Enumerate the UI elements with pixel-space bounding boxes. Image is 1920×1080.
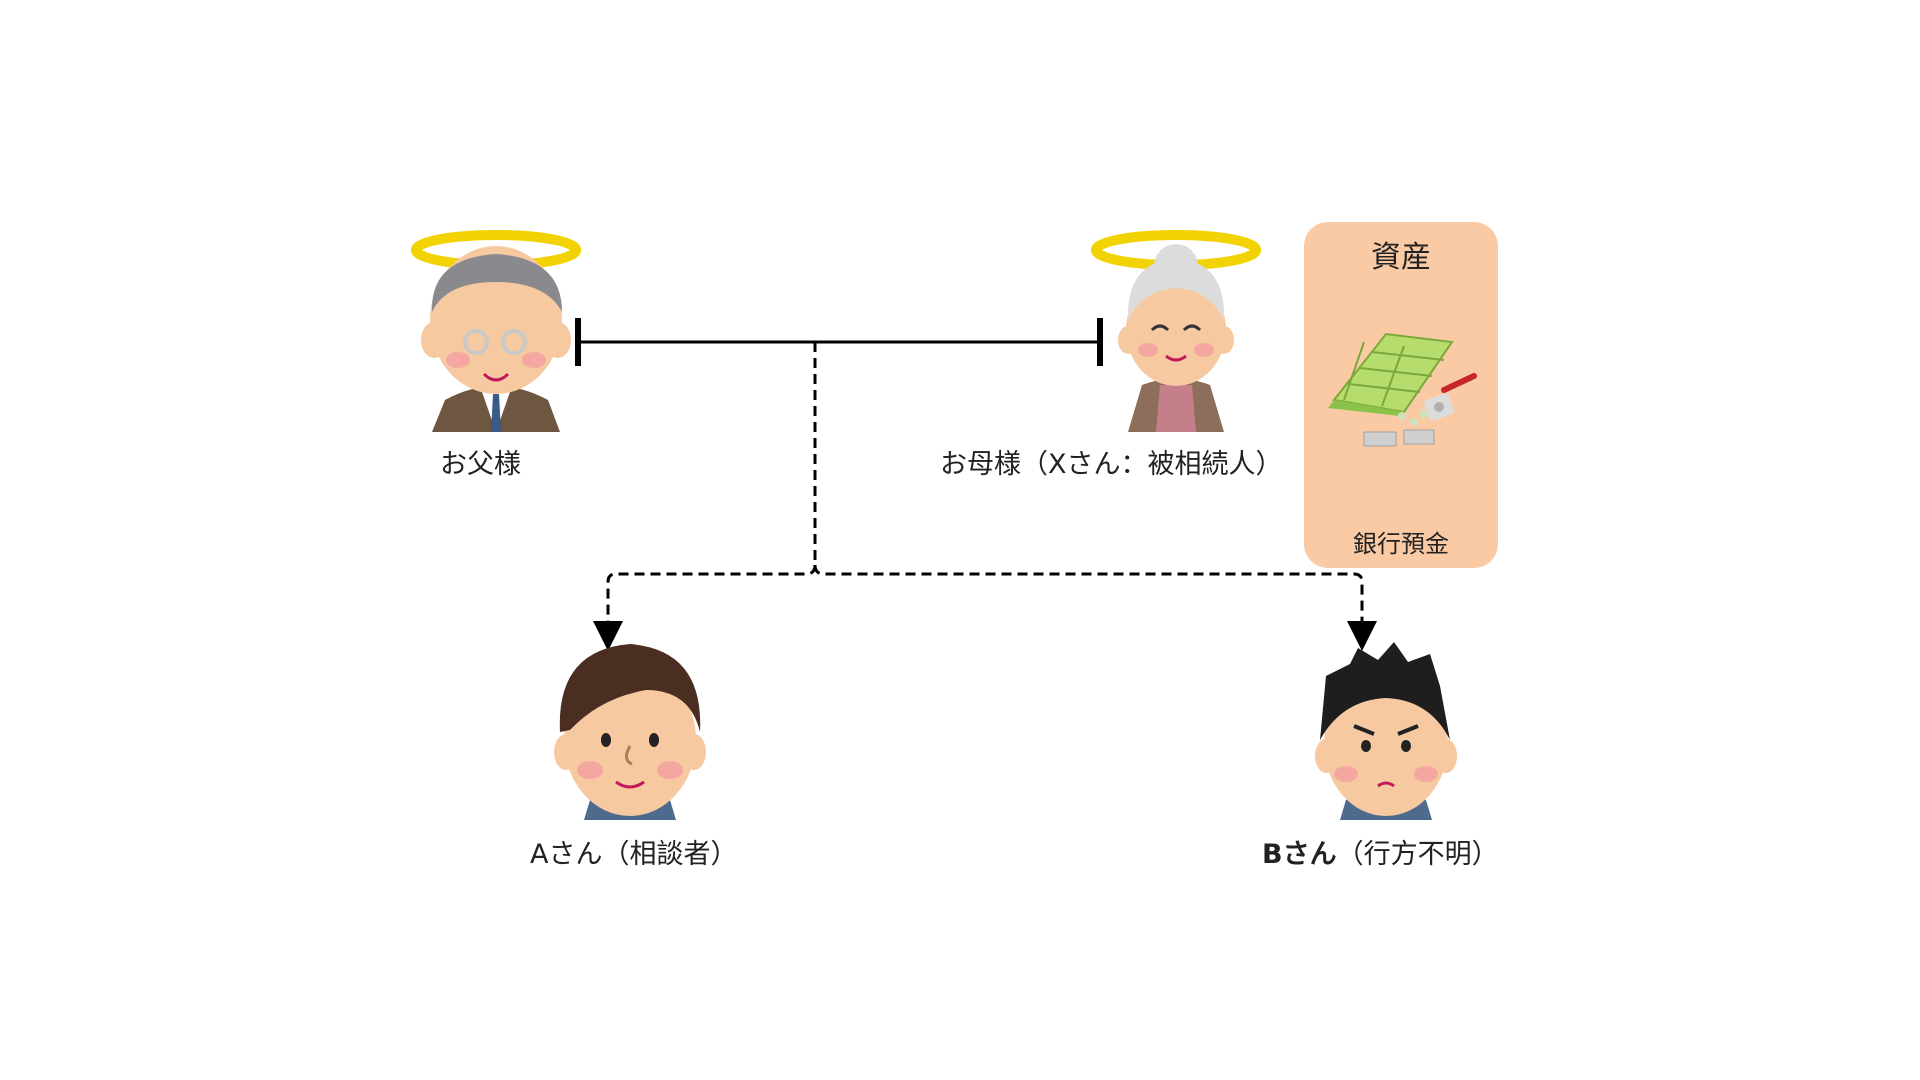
asset-title: 資産 [1371, 240, 1431, 275]
descent-line-to-a [593, 564, 817, 651]
child-a-note: （相談者） [602, 839, 738, 870]
asset-box: 資産 銀行預金 [1304, 222, 1498, 568]
bankbook-icon [1328, 332, 1477, 447]
child-a-label: Aさん（相談者） [530, 832, 737, 871]
father-label: お父様 [440, 449, 521, 480]
descent-line-to-b [813, 564, 1377, 651]
child-b-name: Bさん [1262, 839, 1337, 870]
child-b-label: Bさん（行方不明） [1262, 832, 1499, 871]
mother-label: お母様（Xさん：被相続人） [940, 449, 1283, 480]
asset-item-label: 銀行預金 [1353, 530, 1449, 558]
child-a-name: Aさん [530, 839, 603, 870]
child-b-avatar [1315, 642, 1457, 820]
mother-avatar [1091, 230, 1261, 432]
child-b-note: （行方不明） [1336, 839, 1499, 870]
child-a-avatar [554, 644, 706, 820]
father-avatar [411, 230, 581, 432]
